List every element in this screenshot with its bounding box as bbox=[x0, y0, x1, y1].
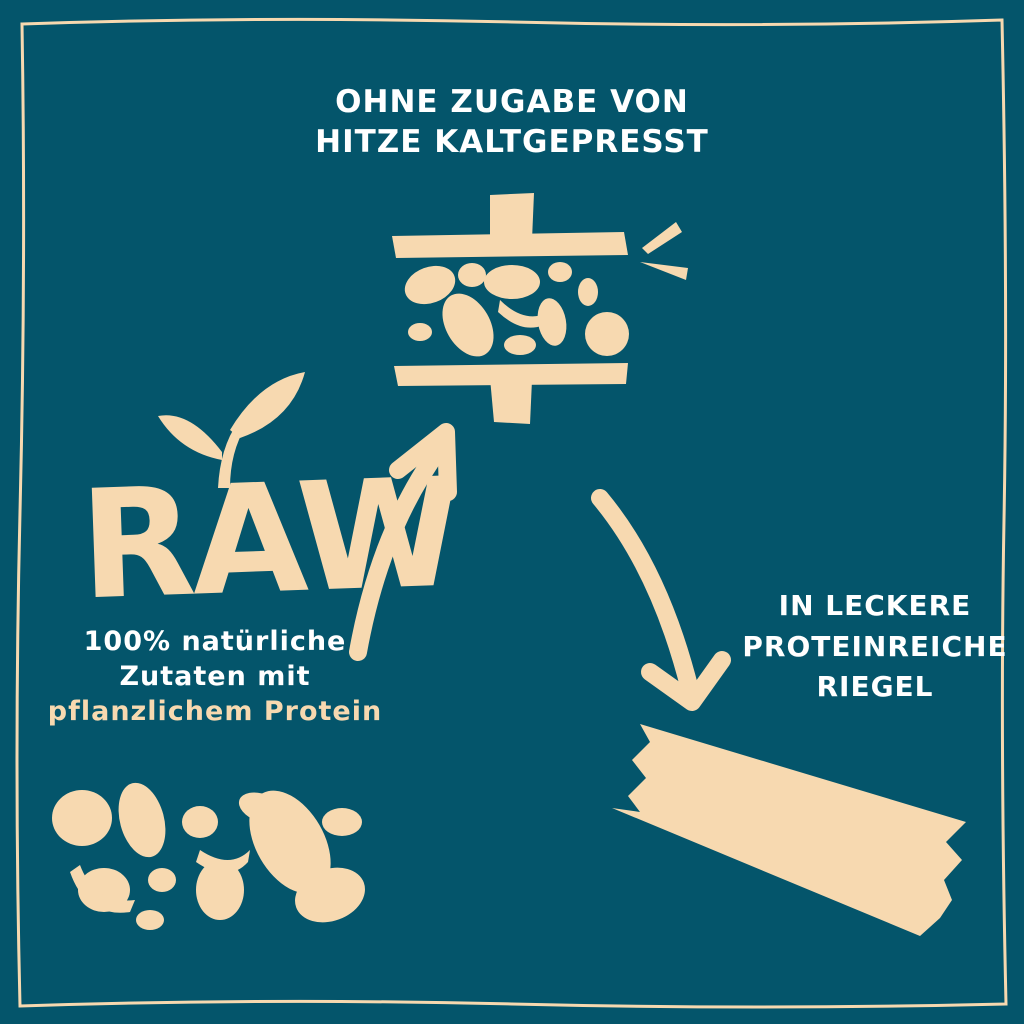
ingredients-caption-line3: pflanzlichem Protein bbox=[47, 696, 383, 728]
ingredients-caption-line2: Zutaten mit bbox=[119, 661, 311, 693]
press-caption-line1: ohne Zugabe von bbox=[335, 84, 689, 120]
press-caption-line2: Hitze kaltgepresst bbox=[315, 124, 709, 161]
bar-caption-line1: in leckere bbox=[778, 589, 972, 622]
bar-caption-line2: proteinreiche bbox=[742, 629, 1008, 663]
ingredients-caption: 100% natürliche Zutaten mit pflanzlichem… bbox=[20, 624, 410, 729]
ingredients-caption-line1: 100% natürliche bbox=[83, 626, 347, 657]
bar-caption: in leckere proteinreiche Riegel bbox=[730, 586, 1020, 708]
bar-caption-line3: Riegel bbox=[816, 670, 934, 704]
press-caption: ohne Zugabe von Hitze kaltgepresst bbox=[262, 82, 762, 163]
